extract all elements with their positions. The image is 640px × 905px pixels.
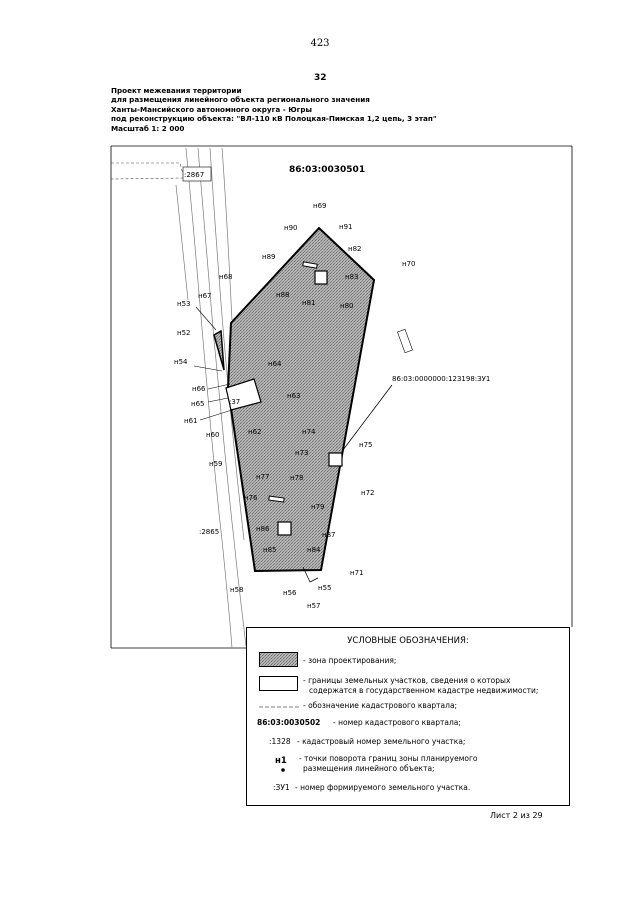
point-n79: н79 (311, 503, 324, 511)
parcel-outline-right (397, 328, 413, 354)
legend: УСЛОВНЫЕ ОБОЗНАЧЕНИЯ: - зона проектирова… (246, 627, 570, 806)
legend-zu-desc: - номер формируемого земельного участка. (295, 783, 471, 792)
leader-n61 (199, 409, 233, 421)
sheet-number: 32 (314, 73, 327, 83)
legend-zu-example: :ЗУ1 (273, 783, 290, 792)
quarter-boundary-line (110, 162, 185, 180)
point-n71: н71 (350, 569, 363, 577)
point-n62: н62 (248, 428, 261, 436)
point-n90: н90 (284, 224, 297, 232)
legend-point-example: н1 (275, 756, 287, 766)
legend-quarter-boundary-text: - обозначение кадастрового квартала; (303, 701, 458, 710)
point-n68: н68 (219, 273, 232, 281)
point-n55: н55 (318, 584, 331, 592)
point-n83: н83 (345, 273, 358, 281)
point-n80: н80 (340, 302, 353, 310)
callout-label: 86:03:0000000:123198:ЗУ1 (392, 375, 490, 383)
legend-parcel-text-2: содержатся в государственном кадастре не… (309, 686, 539, 695)
point-n65: н65 (191, 400, 204, 408)
legend-point-text-2: размещения линейного объекта; (303, 764, 435, 773)
parcel-label-37: :37 (229, 398, 240, 406)
point-n52: н52 (177, 329, 190, 337)
legend-parcel-example: :1328 (269, 737, 291, 746)
legend-quarter-example: 86:03:0030502 (257, 718, 321, 727)
point-n87: н87 (322, 531, 335, 539)
callout-leader (342, 384, 393, 451)
leader-n54 (193, 365, 223, 372)
point-n60: н60 (206, 431, 219, 439)
point-n66: н66 (192, 385, 206, 393)
point-n76: н76 (244, 494, 258, 502)
point-n78: н78 (290, 474, 303, 482)
legend-zone-swatch (259, 652, 298, 667)
header-line-1: Проект межевания территории (111, 86, 242, 95)
legend-point-text-1: - точки поворота границ зоны планируемог… (299, 754, 478, 763)
road-lines (175, 147, 247, 649)
point-n88: н88 (276, 291, 289, 299)
point-n89: н89 (262, 253, 275, 261)
point-n70: н70 (402, 260, 415, 268)
leader-n65 (207, 397, 229, 403)
cutout-86 (277, 521, 292, 536)
point-n67: н67 (198, 292, 211, 300)
point-n73: н73 (295, 449, 308, 457)
parcel-2867-outline (182, 166, 212, 182)
point-n91: н91 (339, 223, 352, 231)
legend-quarter-line (259, 706, 301, 708)
cutout-83 (314, 270, 328, 285)
legend-zone-text: - зона проектирования; (303, 656, 397, 665)
point-n56: н56 (283, 589, 297, 597)
point-n74: н74 (302, 428, 316, 436)
cutout-89 (302, 261, 318, 269)
point-n63: н63 (287, 392, 300, 400)
legend-quarter-desc: - номер кадастрового квартала; (333, 718, 461, 727)
point-n81: н81 (302, 299, 315, 307)
parcel-37 (225, 378, 262, 411)
design-zone-small (213, 329, 225, 371)
point-n82: н82 (348, 245, 361, 253)
point-n86: н86 (256, 525, 270, 533)
point-n84: н84 (307, 546, 321, 554)
sheet-footer: Лист 2 из 29 (490, 811, 543, 820)
legend-parcel-swatch (259, 676, 298, 691)
cutout-76 (268, 495, 285, 503)
page-number: 423 (310, 38, 330, 49)
point-n57: н57 (307, 602, 320, 610)
point-n85: н85 (263, 546, 276, 554)
point-n61: н61 (184, 417, 197, 425)
quarter-number-label: 86:03:0030501 (289, 165, 365, 175)
document-header: Проект межевания территории для размещен… (111, 86, 437, 133)
point-n58: н58 (230, 586, 243, 594)
point-n54: н54 (174, 358, 188, 366)
point-n59: н59 (209, 460, 222, 468)
legend-parcel-text-1: - границы земельных участков, сведения о… (303, 676, 511, 685)
parcel-label-2867: :2867 (184, 171, 204, 179)
header-line-2: для размещения линейного объекта региона… (111, 95, 370, 105)
cutout-75 (328, 452, 343, 467)
point-n69: н69 (313, 202, 326, 210)
legend-point-dot (281, 768, 285, 772)
legend-parcel-desc: - кадастровый номер земельного участка; (297, 737, 466, 746)
header-line-5: Масштаб 1: 2 000 (111, 123, 185, 133)
leader-n66 (207, 383, 231, 390)
point-n53: н53 (177, 300, 190, 308)
boundary-tail (302, 566, 319, 583)
point-n75: н75 (359, 441, 372, 449)
point-n72: н72 (361, 489, 374, 497)
legend-title: УСЛОВНЫЕ ОБОЗНАЧЕНИЯ: (347, 636, 469, 646)
point-n77: н77 (256, 473, 269, 481)
point-n64: н64 (268, 360, 282, 368)
parcel-label-2865: :2865 (199, 528, 219, 536)
leader-n53 (195, 306, 217, 331)
header-line-3: Ханты-Мансийского автономного округа - Ю… (111, 104, 313, 114)
header-line-4: под реконструкцию объекта: "ВЛ-110 кВ По… (111, 114, 437, 124)
